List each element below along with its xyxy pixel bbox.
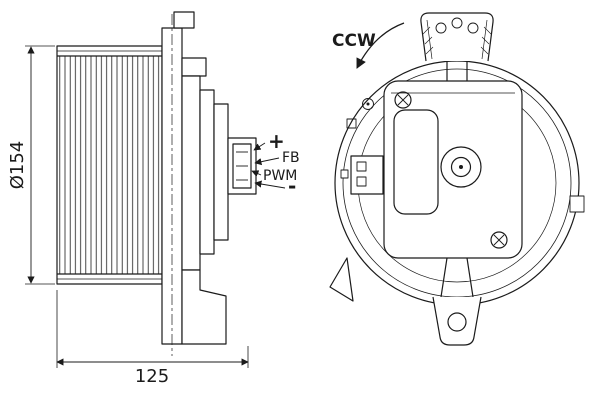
- ccw-arrow: [356, 22, 405, 69]
- diameter-dimension: Ø154: [7, 45, 55, 285]
- screw-top-left: [394, 91, 412, 109]
- diameter-label: Ø154: [7, 141, 28, 190]
- depth-label: 125: [135, 366, 169, 387]
- top-mounting-bracket: [420, 12, 494, 62]
- pin-label-fb: FB: [282, 150, 300, 166]
- depth-dimension: 125: [56, 290, 249, 387]
- fan-wheel: [56, 45, 163, 285]
- control-module: [383, 80, 523, 259]
- pin-label-pwm: PWM: [263, 168, 297, 184]
- screw-bottom-right: [490, 231, 508, 249]
- bottom-mounting-bracket: [432, 296, 482, 346]
- connector-pin-labels: + FB PWM -: [251, 129, 300, 198]
- pin-label-minus: -: [288, 174, 296, 198]
- rotation-indicator: CCW: [332, 22, 405, 69]
- bottom-left-flange: [329, 257, 354, 302]
- motor-housing: [161, 11, 229, 356]
- pin-label-plus: +: [268, 129, 285, 153]
- ccw-label: CCW: [332, 31, 376, 51]
- pwm-connector: [227, 137, 257, 195]
- side-connector: [340, 155, 384, 195]
- shaft-hub: [440, 146, 482, 188]
- small-fasteners: [346, 98, 585, 213]
- side-view: [56, 11, 257, 356]
- rear-view: [329, 12, 585, 346]
